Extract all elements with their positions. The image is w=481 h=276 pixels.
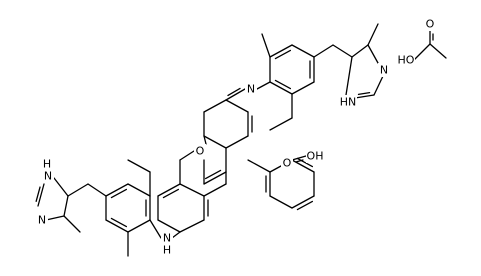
bond: [35, 186, 41, 203]
svg-text:N: N: [163, 232, 171, 245]
bond: [373, 75, 384, 96]
bond: [296, 159, 304, 163]
bond: [110, 217, 128, 228]
carboxyl-oxygen: O: [281, 156, 293, 170]
bond: [45, 215, 65, 221]
svg-text:HO: HO: [398, 54, 415, 67]
imidazole-bottom-hydrogen: H: [42, 158, 52, 171]
bond: [110, 188, 128, 199]
bond: [203, 171, 227, 185]
bond: [179, 150, 195, 161]
bond: [225, 88, 246, 101]
svg-text:HN: HN: [340, 96, 357, 109]
bond: [269, 117, 293, 131]
acetic-acid-carbonyl-oxygen: O: [424, 17, 436, 31]
svg-text:O: O: [283, 157, 292, 170]
bond: [105, 183, 129, 197]
bond: [179, 183, 205, 197]
bond: [429, 43, 447, 59]
bond: [313, 44, 334, 58]
bond: [345, 56, 353, 96]
bond: [291, 159, 315, 173]
bond: [332, 44, 353, 58]
bond: [171, 231, 181, 239]
bond: [296, 200, 314, 211]
amine-nitrogen: N: [161, 231, 173, 245]
bond: [204, 169, 222, 180]
bond: [203, 135, 207, 145]
bond: [351, 44, 369, 58]
bond: [247, 159, 271, 173]
svg-text:H: H: [43, 158, 51, 171]
bond: [127, 219, 151, 233]
bond: [291, 81, 315, 95]
bond-layer: [35, 23, 447, 257]
bond: [256, 81, 271, 90]
bond: [162, 188, 180, 199]
bond: [225, 135, 249, 149]
imidazole-bottom-nh: N: [42, 169, 54, 183]
svg-text:O: O: [196, 145, 205, 158]
xanthene-oxygen: O: [194, 144, 206, 158]
svg-text:H: H: [163, 244, 171, 257]
bond: [203, 135, 227, 149]
svg-text:N: N: [380, 64, 388, 77]
bond: [149, 219, 162, 239]
amine-hydrogen: H: [161, 244, 173, 257]
bond: [269, 195, 293, 209]
bond: [269, 44, 293, 58]
bond: [367, 23, 379, 46]
bond: [67, 183, 89, 197]
bond: [87, 183, 107, 197]
bond: [203, 99, 227, 113]
bond: [269, 81, 293, 95]
bond: [357, 92, 371, 96]
bond: [291, 155, 307, 161]
svg-text:O: O: [426, 18, 435, 31]
bond: [227, 87, 241, 97]
acetic-acid-hydroxyl: HO: [397, 53, 415, 67]
svg-text:OH: OH: [307, 150, 324, 163]
svg-text:N: N: [44, 170, 52, 183]
bond: [105, 219, 129, 233]
imine-nitrogen: N: [245, 82, 257, 96]
bond: [413, 43, 431, 61]
svg-text:N: N: [247, 83, 255, 96]
bond: [179, 219, 205, 233]
bond: [367, 44, 379, 64]
bond: [203, 183, 227, 197]
bond: [274, 49, 292, 60]
bond: [127, 159, 151, 173]
bond: [225, 99, 249, 113]
bond: [63, 195, 69, 217]
svg-text:N: N: [38, 214, 46, 227]
bond: [291, 195, 315, 209]
atom-label-layer: N N HN HO O OH O: [36, 17, 436, 257]
bond: [53, 177, 69, 197]
bond: [127, 183, 151, 197]
bond: [63, 215, 81, 233]
bond: [37, 183, 45, 207]
bond: [296, 157, 314, 168]
bond: [291, 44, 315, 58]
bond: [261, 33, 271, 58]
bond: [274, 79, 292, 90]
imidazole-top-nh: HN: [339, 95, 357, 109]
bond: [354, 94, 375, 99]
imidazole-top-nitrogen: N: [378, 63, 390, 77]
bond: [157, 183, 181, 197]
carboxyl-hydroxyl: OH: [306, 149, 324, 163]
imidazole-bottom-nitrogen: N: [36, 213, 48, 227]
bond: [157, 219, 181, 233]
